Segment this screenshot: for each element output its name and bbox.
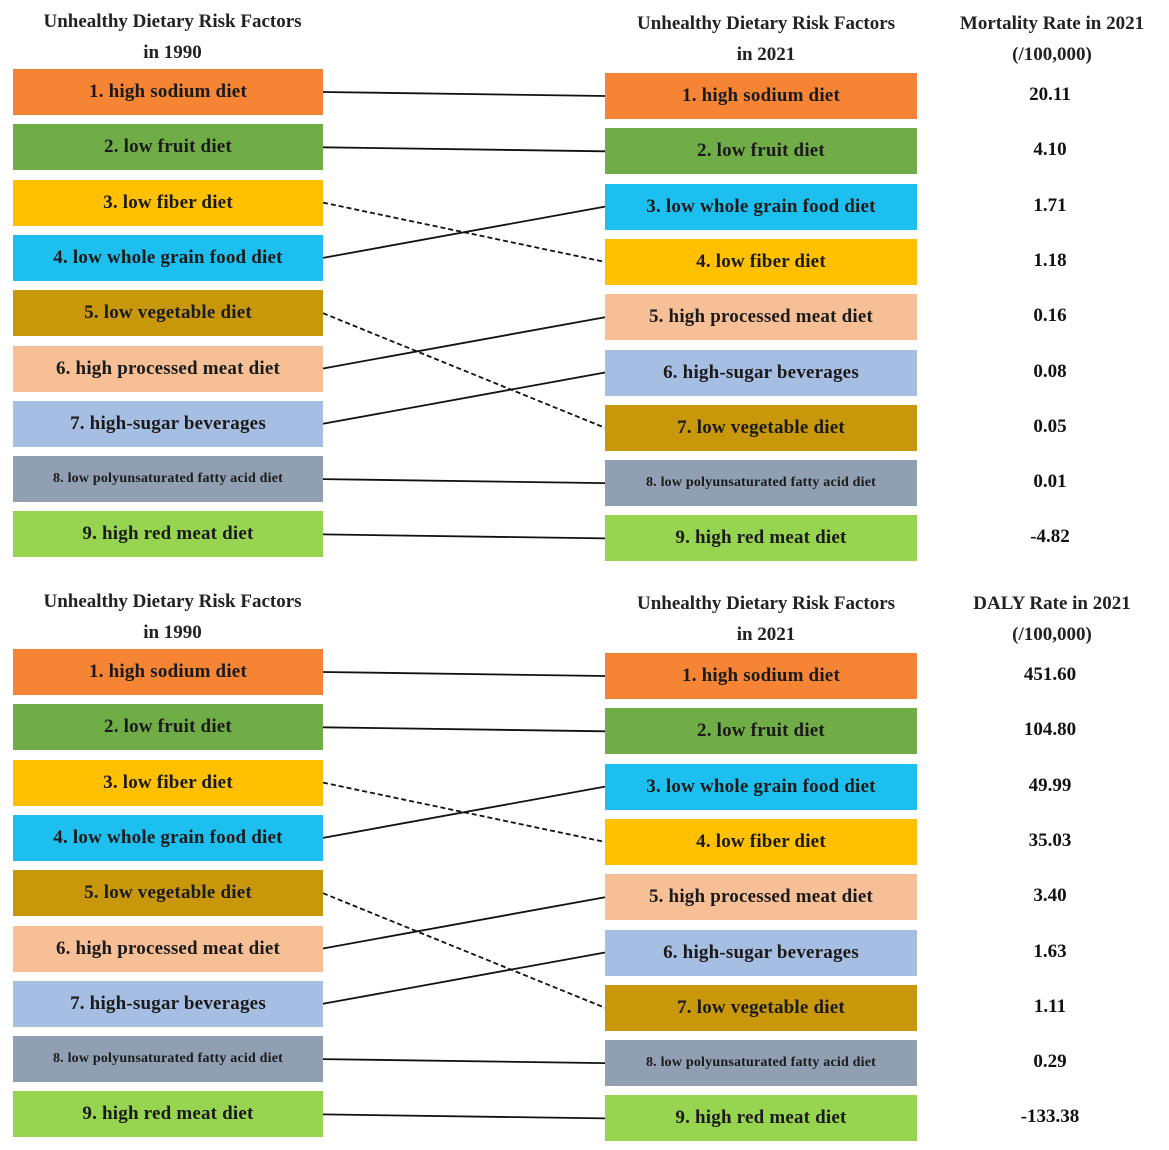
rank-link [322, 533, 606, 540]
factor-box-2021: 6. high-sugar beverages [605, 349, 917, 396]
factor-box-1990: 2. low fruit diet [13, 124, 323, 171]
factor-box-2021: 8. low polyunsaturated fatty acid diet [605, 1040, 917, 1087]
factor-box-2021: 4. low fiber diet [605, 818, 917, 865]
header-2021-line: in 2021 [736, 44, 796, 65]
rate-value: 3.40 [1033, 885, 1067, 907]
factor-box-2021: 5. high processed meat diet [605, 294, 917, 341]
rank-link [322, 478, 606, 484]
rate-value: 451.60 [1023, 664, 1077, 685]
factor-box-2021: 1. high sodium diet [605, 73, 917, 119]
header-1990: Unhealthy Dietary Risk Factors in 1990 [0, 6, 345, 68]
rate-value: -133.38 [1020, 1106, 1080, 1128]
rate-value: -4.82 [1030, 526, 1070, 548]
header-rate: DALY Rate in 2021 (/100,000) [935, 588, 1169, 650]
factor-box-1990: 2. low fruit diet [13, 704, 323, 751]
rate-value: 0.16 [1033, 305, 1067, 327]
factor-box-2021: 7. low vegetable diet [605, 404, 917, 451]
rate-value: 0.29 [1033, 1051, 1067, 1073]
header-rate-line: DALY Rate in 2021 [973, 593, 1131, 614]
rate-value: 0.08 [1033, 360, 1067, 382]
header-2021: Unhealthy Dietary Risk Factors in 2021 [600, 8, 932, 70]
connector-lines [322, 91, 606, 540]
rate-value: 35.03 [1028, 829, 1072, 851]
rank-link [322, 146, 606, 153]
header-rate-line: (/100,000) [1012, 624, 1092, 645]
factor-box-1990: 1. high sodium diet [13, 69, 323, 115]
rank-link [322, 316, 606, 370]
rank-link [322, 1058, 606, 1064]
rate-value: 1.71 [1033, 194, 1067, 216]
rate-value: 20.11 [1029, 84, 1071, 105]
connector-lines [322, 671, 606, 1120]
header-2021-line: Unhealthy Dietary Risk Factors [636, 13, 896, 34]
rate-value: 0.01 [1033, 471, 1067, 493]
header-2021: Unhealthy Dietary Risk Factors in 2021 [600, 588, 932, 650]
factor-box-1990: 4. low whole grain food diet [13, 814, 323, 861]
factor-box-2021: 6. high-sugar beverages [605, 929, 917, 976]
rank-link [322, 671, 606, 677]
rank-link [322, 896, 606, 950]
rank-link [322, 726, 606, 733]
rank-link [322, 91, 606, 97]
factor-box-2021: 2. low fruit diet [605, 708, 917, 755]
rank-link [322, 371, 606, 425]
factor-box-1990: 7. high-sugar beverages [13, 400, 323, 447]
header-1990: Unhealthy Dietary Risk Factors in 1990 [0, 586, 345, 648]
factor-box-2021: 4. low fiber diet [605, 238, 917, 285]
factor-box-2021: 9. high red meat diet [605, 1095, 917, 1142]
header-rate: Mortality Rate in 2021 (/100,000) [935, 8, 1169, 70]
rate-value: 49.99 [1028, 774, 1072, 796]
factor-box-2021: 5. high processed meat diet [605, 874, 917, 921]
factor-box-1990: 6. high processed meat diet [13, 925, 323, 972]
rate-value: 104.80 [1023, 719, 1077, 741]
factor-box-1990: 1. high sodium diet [13, 649, 323, 695]
rank-link [322, 951, 606, 1005]
header-1990-line: in 1990 [143, 42, 202, 63]
factor-box-1990: 9. high red meat diet [13, 511, 323, 558]
factor-box-2021: 8. low polyunsaturated fatty acid diet [605, 460, 917, 507]
header-1990-line: Unhealthy Dietary Risk Factors [43, 11, 302, 32]
factor-box-1990: 8. low polyunsaturated fatty acid diet [13, 456, 323, 503]
factor-box-2021: 3. low whole grain food diet [605, 763, 917, 810]
header-1990-line: in 1990 [143, 622, 202, 643]
factor-box-1990: 6. high processed meat diet [13, 345, 323, 392]
rank-link [322, 892, 606, 1009]
factor-box-1990: 5. low vegetable diet [13, 870, 323, 917]
rank-link [322, 312, 606, 429]
rate-value: 4.10 [1033, 139, 1067, 161]
rank-link [322, 205, 606, 259]
rate-value: 0.05 [1033, 415, 1067, 437]
factor-box-1990: 9. high red meat diet [13, 1091, 323, 1138]
factor-box-2021: 9. high red meat diet [605, 515, 917, 562]
factor-box-1990: 7. high-sugar beverages [13, 980, 323, 1027]
header-1990-line: Unhealthy Dietary Risk Factors [43, 591, 302, 612]
rate-value: 1.18 [1033, 249, 1067, 271]
factor-box-2021: 3. low whole grain food diet [605, 183, 917, 230]
header-rate-line: (/100,000) [1012, 44, 1092, 65]
factor-box-2021: 2. low fruit diet [605, 128, 917, 175]
header-2021-line: in 2021 [736, 624, 796, 645]
factor-box-1990: 5. low vegetable diet [13, 290, 323, 337]
factor-box-1990: 8. low polyunsaturated fatty acid diet [13, 1036, 323, 1083]
factor-box-1990: 3. low fiber diet [13, 179, 323, 226]
factor-box-2021: 1. high sodium diet [605, 653, 917, 699]
factor-box-1990: 4. low whole grain food diet [13, 234, 323, 281]
rank-link [322, 1113, 606, 1120]
header-2021-line: Unhealthy Dietary Risk Factors [636, 593, 896, 614]
factor-box-1990: 3. low fiber diet [13, 759, 323, 806]
rank-link [322, 785, 606, 839]
rate-value: 1.63 [1033, 940, 1067, 962]
header-rate-line: Mortality Rate in 2021 [959, 13, 1145, 34]
factor-box-2021: 7. low vegetable diet [605, 984, 917, 1031]
rate-value: 1.11 [1033, 995, 1067, 1017]
